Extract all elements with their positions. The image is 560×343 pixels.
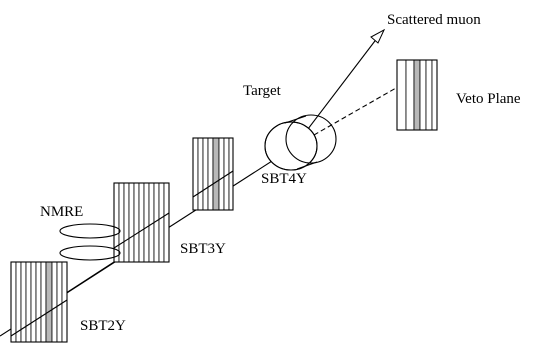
sbt2y-hodoscope (10, 261, 68, 343)
sbt4y-hodoscope (192, 137, 234, 211)
beam-through-sbt3y (113, 212, 170, 249)
scattered-muon-label: Scattered muon (387, 12, 481, 28)
beam-through-sbt4y (192, 170, 234, 198)
beam-through-sbt2y (10, 299, 68, 337)
veto-plane-hodoscope (396, 59, 438, 131)
nmre-label: NMRE (40, 204, 83, 220)
scattered-muon-arrow (370, 28, 386, 44)
sbt3y-hodoscope (113, 182, 170, 263)
veto-plane-label: Veto Plane (456, 91, 521, 107)
target-label: Target (243, 83, 282, 99)
target-cylinder (264, 114, 337, 171)
sbt4y-label: SBT4Y (261, 171, 307, 187)
sbt2y-label: SBT2Y (80, 318, 126, 334)
beam-through-nmre (59, 261, 115, 298)
sbt3y-label: SBT3Y (180, 241, 226, 257)
beam-line-dashed (299, 87, 397, 144)
scattered-muon-track (294, 32, 382, 147)
nmre-coils (59, 223, 121, 261)
